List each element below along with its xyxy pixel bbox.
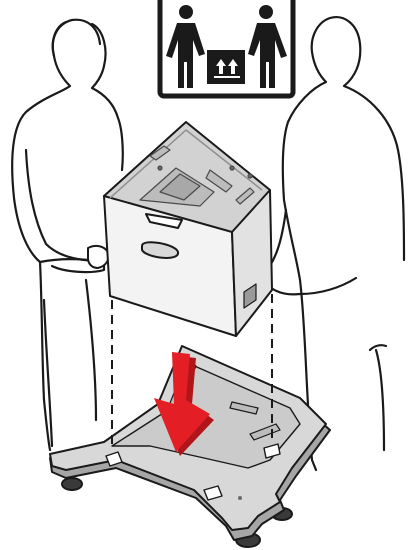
- left-hand: [88, 246, 109, 268]
- paper-tray: [104, 122, 272, 336]
- two-person-lift-icon: [160, 0, 293, 96]
- pictogram-box: [207, 50, 245, 84]
